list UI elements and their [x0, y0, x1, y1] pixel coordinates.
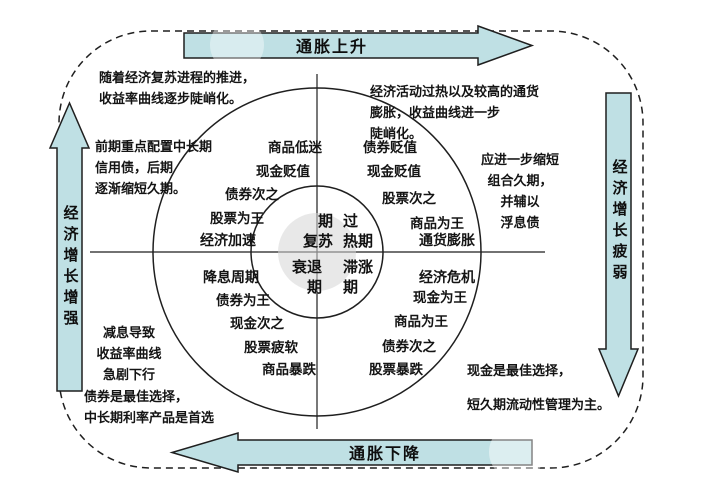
bottom-arrow-label: 通胀下降 [348, 446, 422, 463]
overheat-item: 现金贬值 [367, 164, 421, 179]
recession-item: 商品暴跌 [262, 362, 316, 377]
stagflation-title: 经济危机 [419, 269, 475, 285]
watermark-circle-top [210, 18, 264, 72]
top-arrow-label: 通胀上升 [295, 39, 369, 56]
stagflation-item: 债券次之 [382, 339, 436, 354]
overheat-item: 股票次之 [382, 191, 436, 206]
recovery-title: 经济加速 [200, 232, 256, 248]
note-stagflation-allocation: 现金是最佳选择， 短久期流动性管理为主。 [467, 363, 611, 412]
recovery-item: 股票为王 [210, 211, 264, 226]
note-overheat-yield-curve: 经济活动过热以及较高的通货 膨胀，收益曲线进一步 陡峭化。 [370, 84, 540, 141]
recession-item: 债券为王 [216, 293, 270, 308]
recession-item: 现金次之 [230, 316, 284, 331]
right-arrow-label: 经济增长疲弱 [610, 159, 628, 285]
note-recession-allocation: 债券是最佳选择， 中长期利率产品是首选 [84, 389, 215, 425]
bottom-arrow-shape [169, 431, 533, 474]
phase-label-recovery: 期 复苏 [302, 213, 333, 250]
stagflation-item: 现金为王 [413, 290, 467, 305]
recession-title: 降息周期 [203, 269, 259, 285]
top-arrow-shape [183, 24, 535, 67]
watermark-circle-bottom [489, 424, 545, 480]
phase-label-recession: 衰退 期 [291, 259, 322, 296]
recession-item: 股票疲软 [244, 340, 298, 355]
stagflation-item: 商品为王 [394, 314, 448, 329]
overheat-item: 债券贬值 [363, 140, 417, 155]
note-recovery-yield-curve: 随着经济复苏进程的推进， 收益率曲线逐步陡峭化。 [99, 70, 256, 106]
stagflation-item: 股票暴跌 [369, 362, 423, 377]
note-recession-yield-curve: 减息导致 收益率曲线 急剧下行 [96, 325, 162, 382]
phase-label-stagflation: 滞涨 期 [343, 259, 374, 296]
note-recovery-allocation: 前期重点配置中长期 信用债，后期 逐渐缩短久期。 [95, 139, 213, 196]
phase-label-overheat: 过 热期 [343, 213, 374, 250]
inner-circle [250, 185, 384, 319]
overheat-title: 通货膨胀 [419, 232, 475, 248]
left-arrow-label: 经济增长增强 [61, 205, 79, 331]
right-arrow-shape [597, 92, 640, 398]
left-arrow-shape [48, 101, 91, 392]
recovery-item: 商品低迷 [268, 140, 322, 155]
overheat-item: 商品为王 [410, 216, 464, 231]
outer-circle [152, 87, 482, 417]
recovery-item: 现金贬值 [256, 164, 310, 179]
center-watermark-circle [278, 213, 356, 291]
note-overheat-allocation: 应进一步缩短 组合久期， 并辅以 浮息债 [480, 152, 559, 230]
recovery-item: 债券次之 [225, 187, 279, 202]
